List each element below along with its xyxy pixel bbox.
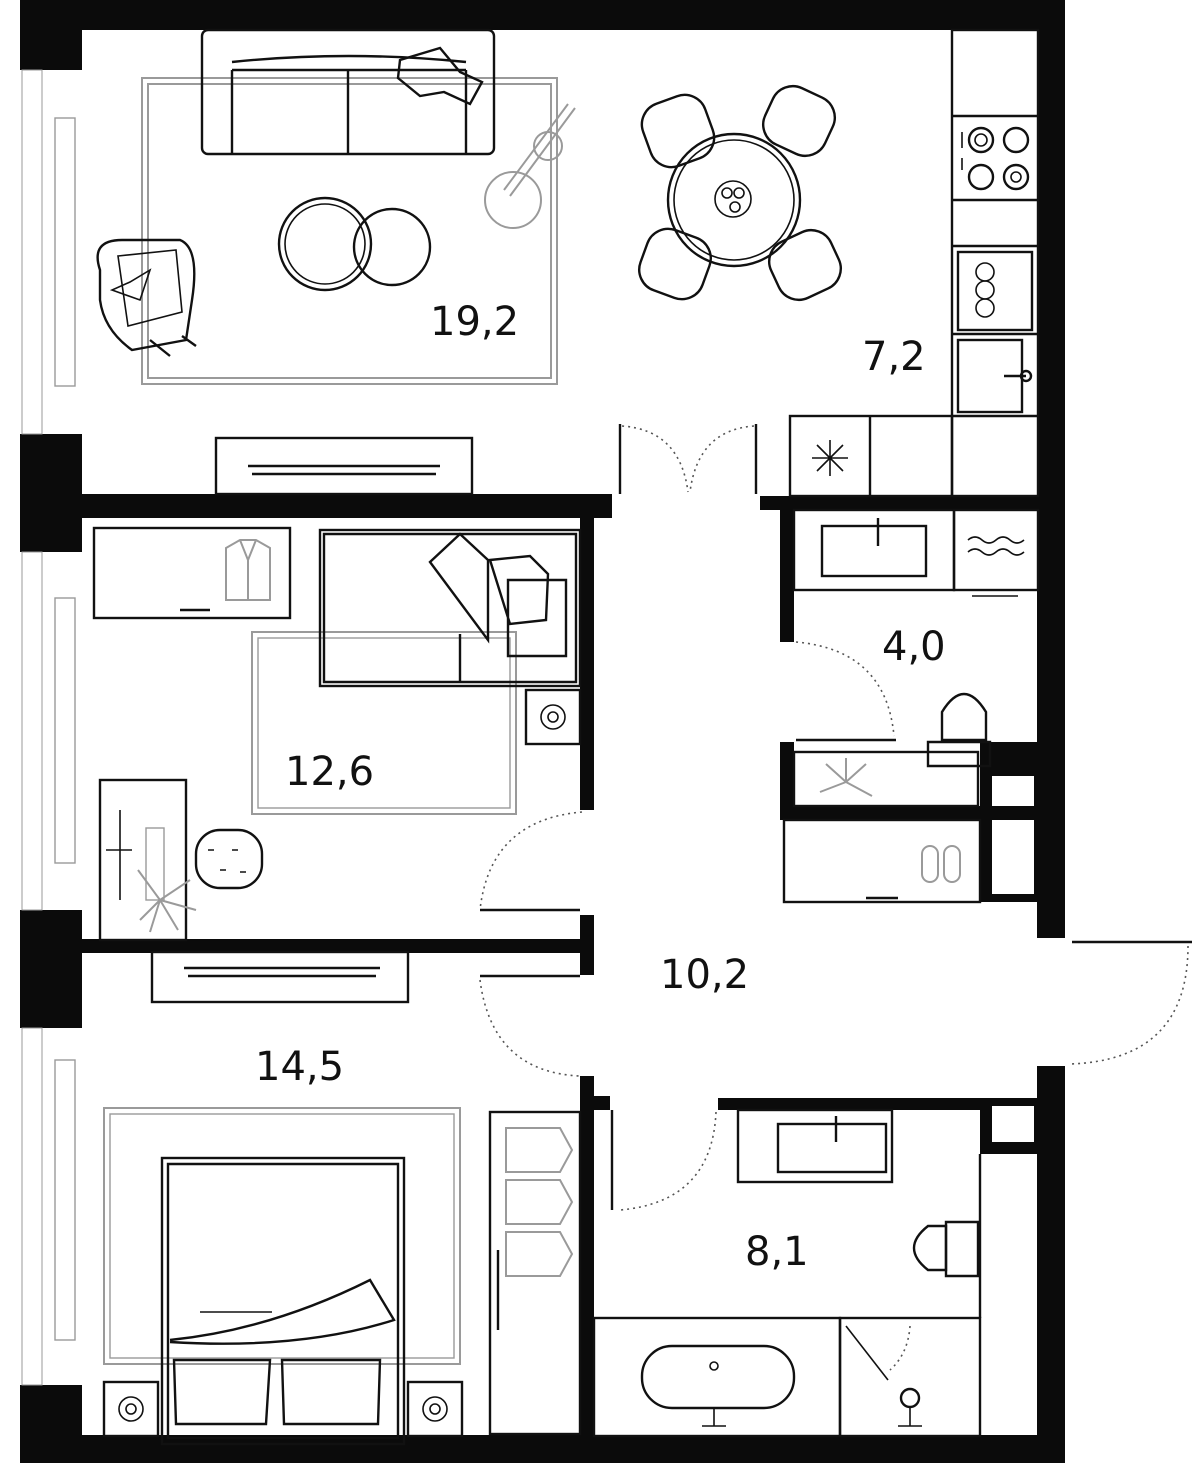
outer-wall-right-lower	[1037, 1066, 1065, 1463]
sofa-icon	[200, 28, 496, 156]
partition-bedrooms	[82, 939, 584, 953]
tv-cabinet-icon	[214, 436, 474, 496]
bath1-mid-wall	[780, 806, 980, 820]
bath1-left-wall	[780, 496, 794, 642]
nightstand-icon	[524, 688, 582, 746]
toilet-icon	[926, 693, 992, 768]
bath2-top-wall	[718, 1098, 1038, 1110]
outer-wall-bottom	[20, 1435, 1065, 1463]
window-bedroom1	[21, 551, 43, 911]
living-rug-inner	[147, 83, 552, 379]
radiator-bedroom1	[54, 597, 76, 864]
partition-living-bedroom	[82, 494, 612, 518]
toilet-icon	[912, 1154, 982, 1318]
bath2-shaft-inner	[992, 1106, 1034, 1142]
outer-wall-top	[20, 0, 1065, 30]
left-pier-4	[20, 1385, 82, 1463]
bed-icon	[318, 528, 582, 688]
window-bedroom2	[21, 1027, 43, 1386]
wardrobe-icon	[92, 526, 292, 620]
kitchen-sink-icon	[956, 338, 1033, 414]
dining-chair-icon	[638, 84, 842, 302]
coffee-table-icon	[277, 196, 432, 292]
bedroom-1: 12,6	[92, 526, 582, 942]
bedroom2-rug	[103, 1107, 461, 1365]
outer-wall-right-upper	[1037, 0, 1065, 938]
bedroom1-rug	[251, 631, 517, 815]
washbasin-icon	[736, 1108, 894, 1184]
wardrobe-icon	[488, 1110, 582, 1436]
window-living	[21, 69, 43, 435]
shaft-inner-2	[992, 820, 1034, 894]
washbasin-icon	[792, 508, 956, 592]
bedroom-2: 14,5	[102, 950, 582, 1446]
living-rug	[141, 77, 558, 385]
tv-cabinet-icon	[150, 950, 410, 1004]
slippers-icon	[921, 845, 961, 883]
dishwasher-icon	[956, 250, 1034, 332]
bath2-door	[610, 1110, 717, 1211]
kitchen-bottom-wall	[760, 496, 1038, 510]
bedroom-doors	[479, 811, 583, 1077]
living-kitchen-doors	[618, 424, 758, 494]
living-room-area: 19,2	[430, 299, 519, 345]
shaft-inner-1	[992, 776, 1034, 806]
kitchen-counter	[950, 28, 1040, 498]
bedroom1-right-wall	[580, 500, 594, 810]
bed-icon	[160, 1156, 406, 1446]
left-pier-3	[20, 910, 82, 1028]
bathroom-2-area: 8,1	[745, 1229, 809, 1275]
bedroom-1-area: 12,6	[285, 749, 374, 795]
floor-lamp-icon	[484, 103, 576, 229]
bath1-door	[795, 641, 896, 742]
bathroom-1: 4,0	[782, 508, 1040, 904]
plant-icon	[819, 758, 873, 797]
desk-chair-icon	[194, 828, 264, 890]
dining-table-icon	[666, 132, 802, 268]
bath1-shelf	[792, 750, 980, 808]
bedroom2-right-wall	[580, 1076, 594, 1444]
bedroom-2-area: 14,5	[255, 1044, 344, 1090]
radiators	[54, 117, 76, 1341]
bathroom-2: 8,1	[592, 1108, 982, 1438]
shower-icon	[838, 1316, 982, 1438]
bath2-door-stub	[594, 1096, 610, 1110]
bedroom-door-jamb	[580, 915, 594, 975]
kitchen-area: 7,2	[862, 334, 926, 380]
left-pier-2	[20, 434, 82, 552]
radiator-bedroom2	[54, 1059, 76, 1341]
kitchen: 7,2	[638, 28, 1040, 498]
entrance-door	[1069, 940, 1192, 1065]
plant-icon	[137, 869, 197, 933]
bathtub-icon	[592, 1316, 842, 1438]
windows	[21, 69, 76, 1386]
washing-machine-icon	[952, 508, 1040, 597]
bathroom-1-area: 4,0	[882, 624, 946, 670]
fridge-icon	[788, 414, 954, 498]
desk-icon	[98, 778, 188, 942]
radiator-living	[54, 117, 76, 387]
stove-icon	[961, 126, 1030, 191]
armchair-icon	[96, 238, 197, 357]
bath1-bottom-wall	[780, 742, 794, 806]
hall-area: 10,2	[660, 952, 749, 998]
living-room: 19,2	[96, 28, 576, 496]
walls	[20, 0, 1065, 1463]
nightstand-icon	[102, 1380, 464, 1438]
hall: 10,2	[660, 940, 1192, 1065]
entry-closet	[782, 818, 982, 904]
left-pier-1	[20, 0, 82, 70]
